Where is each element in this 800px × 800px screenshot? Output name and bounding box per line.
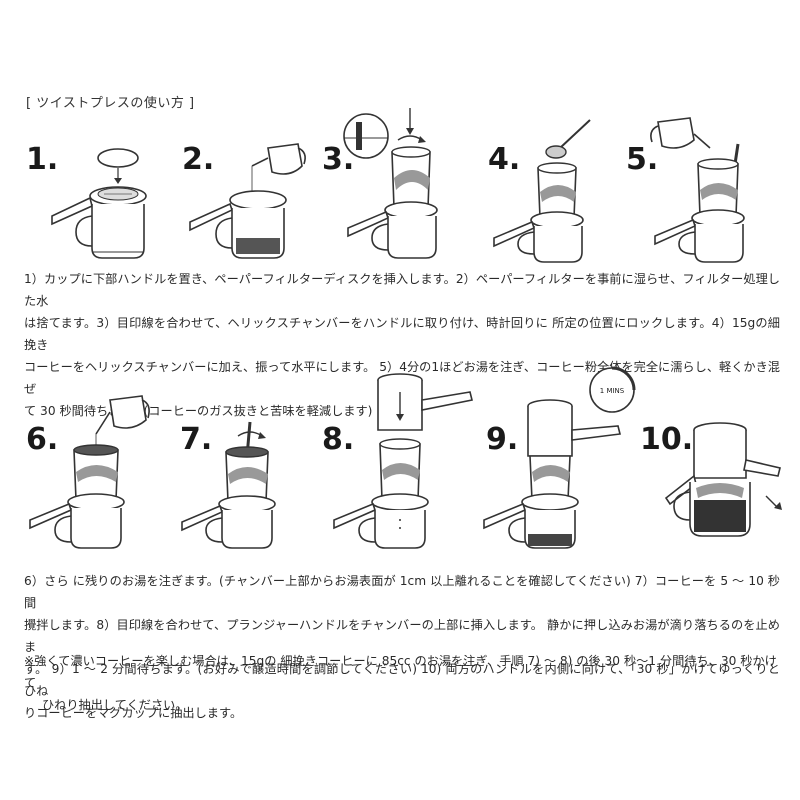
step-8: 8. bbox=[320, 360, 480, 560]
step-3-illustration bbox=[343, 108, 438, 259]
step-2: 2. bbox=[160, 108, 320, 268]
step-6-illustration bbox=[29, 395, 150, 549]
instruction-line: コーヒーをヘリックスチャンバーに加え、振って水平にします。 5）4分の1ほどお湯… bbox=[24, 360, 780, 396]
step-2-illustration bbox=[189, 143, 306, 259]
step-number: 6. bbox=[26, 422, 59, 457]
step-number: 7. bbox=[180, 422, 213, 457]
instruction-line: す。 9）1 〜 2 分間待ちます。(お好みで醸造時間を調節してください) 10… bbox=[24, 662, 780, 698]
strong-coffee-note: ※強くて濃いコーヒーを楽しむ場合は、15gの 細挽きコーヒーに 85cc のお湯… bbox=[24, 650, 780, 716]
steps-row-1: 1. 2. bbox=[0, 108, 800, 268]
step-number: 9. bbox=[486, 422, 519, 457]
step-number: 8. bbox=[322, 422, 355, 457]
instruction-line: 6）さら に残りのお湯を注ぎます。(チャンバー上部からお湯表面が 1cm 以上離… bbox=[24, 574, 780, 610]
step-4: 4. bbox=[480, 108, 640, 268]
step-10-illustration bbox=[664, 422, 782, 537]
timer-label: 1 MINS bbox=[600, 387, 625, 395]
note-line: ※強くて濃いコーヒーを楽しむ場合は、15gの 細挽きコーヒーに 85cc のお湯… bbox=[24, 654, 777, 690]
step-10: 10. bbox=[640, 360, 800, 560]
step-number: 5. bbox=[626, 142, 659, 177]
step-9-illustration: 1 MINS bbox=[483, 366, 636, 549]
steps-row-2: 6. 7. bbox=[0, 360, 800, 560]
step-7-illustration bbox=[181, 421, 276, 549]
step-number: 4. bbox=[488, 142, 521, 177]
step-9: 9. 1 MINS bbox=[480, 360, 640, 560]
step-number: 1. bbox=[26, 142, 59, 177]
instruction-line: 1）カップに下部ハンドルを置き、ペーパーフィルターディスクを挿入します。2）ペー… bbox=[24, 272, 780, 308]
step-5: 5. bbox=[626, 108, 800, 268]
step-number: 10. bbox=[640, 422, 694, 457]
step-7: 7. bbox=[160, 360, 320, 560]
step-5-illustration bbox=[650, 117, 745, 263]
step-1-illustration bbox=[51, 148, 147, 259]
note-line: ひねり抽出してください。 bbox=[42, 698, 188, 712]
instruction-line: りコーヒーをマグカップに抽出します。 bbox=[24, 706, 243, 720]
instructions-steps-1-5: 1）カップに下部ハンドルを置き、ペーパーフィルターディスクを挿入します。2）ペー… bbox=[24, 268, 780, 422]
step-4-illustration bbox=[493, 119, 591, 263]
instruction-line: 攪拌します。8）目印線を合わせて、プランジャーハンドルをチャンバーの上部に挿入し… bbox=[24, 618, 780, 654]
step-6: 6. bbox=[0, 360, 160, 560]
page-title: [ ツイストプレスの使い方 ] bbox=[26, 96, 195, 111]
step-1: 1. bbox=[0, 108, 160, 268]
step-3: 3. bbox=[320, 108, 480, 268]
instructions-steps-6-10: 6）さら に残りのお湯を注ぎます。(チャンバー上部からお湯表面が 1cm 以上離… bbox=[24, 570, 780, 724]
instruction-line: は捨てます。3）目印線を合わせて、ヘリックスチャンバーをハンドルに取り付け、時計… bbox=[24, 316, 780, 352]
step-number: 2. bbox=[182, 142, 215, 177]
step-8-illustration bbox=[333, 373, 473, 549]
